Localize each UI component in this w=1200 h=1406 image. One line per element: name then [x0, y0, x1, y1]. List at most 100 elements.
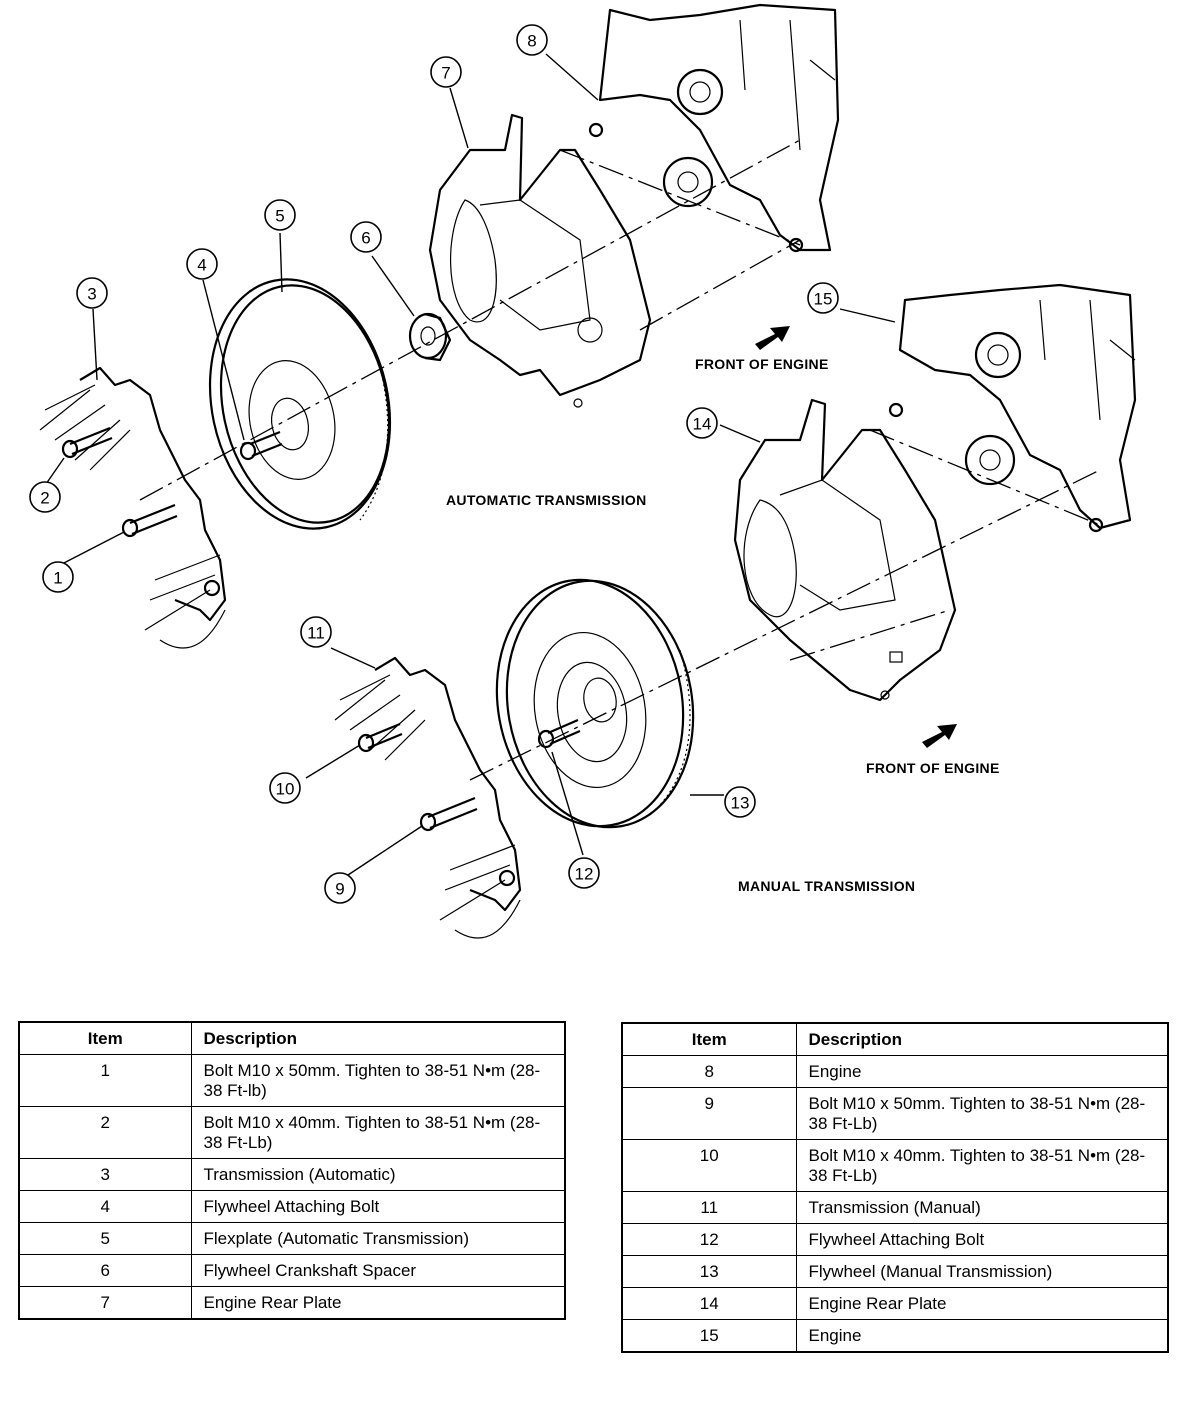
callout-2: 2: [29, 481, 61, 513]
automatic-assembly: [39, 3, 840, 649]
front-of-engine-label-top: FRONT OF ENGINE: [695, 356, 829, 372]
callout-6-text: 6: [361, 229, 370, 248]
bolt-m10x40-automatic: [61, 426, 113, 459]
callout-10: 10: [269, 772, 301, 804]
item-number: 8: [621, 1055, 797, 1088]
manual-assembly: [334, 283, 1137, 939]
legend-header-row: Item Description: [18, 1021, 566, 1055]
item-number: 1: [18, 1054, 192, 1107]
callout-12: 12: [568, 857, 600, 889]
item-number: 15: [621, 1319, 797, 1353]
flywheel-bolt-manual: [537, 718, 581, 749]
callout-7-text: 7: [441, 64, 450, 83]
item-description: Engine Rear Plate: [795, 1287, 1169, 1320]
callout-15-text: 15: [814, 290, 833, 309]
transmission-housing-manual: [334, 656, 522, 939]
item-number: 3: [18, 1158, 192, 1191]
front-of-engine-arrow-top: [755, 326, 790, 350]
item-description: Bolt M10 x 40mm. Tighten to 38-51 N•m (2…: [795, 1139, 1169, 1192]
callout-8: 8: [516, 24, 548, 56]
callout-12-text: 12: [575, 865, 594, 884]
manual-transmission-label: MANUAL TRANSMISSION: [738, 878, 915, 894]
item-number: 4: [18, 1190, 192, 1223]
item-description: Flywheel Attaching Bolt: [795, 1223, 1169, 1256]
legend-header-row: Item Description: [621, 1022, 1169, 1056]
item-number: 7: [18, 1286, 192, 1320]
callout-13: 13: [724, 786, 756, 818]
callout-14: 14: [686, 407, 718, 439]
item-description: Flywheel Crankshaft Spacer: [190, 1254, 566, 1287]
item-number: 2: [18, 1106, 192, 1159]
callouts: 1 2 3 4 5 6 7 8 9 10 11 12 13 14 15: [29, 24, 839, 904]
item-number: 12: [621, 1223, 797, 1256]
item-number: 6: [18, 1254, 192, 1287]
exploded-view-diagram: 1 2 3 4 5 6 7 8 9 10 11 12 13 14 15 FRON…: [29, 3, 1137, 939]
leader-lines: [45, 53, 896, 878]
item-number: 11: [621, 1191, 797, 1224]
item-number: 10: [621, 1139, 797, 1192]
callout-3: 3: [76, 277, 108, 309]
flywheel-manual: [495, 578, 695, 829]
front-of-engine-label-bottom: FRONT OF ENGINE: [866, 760, 1000, 776]
bolt-m10x40-manual: [357, 722, 403, 753]
callout-6: 6: [350, 221, 382, 253]
item-description: Engine: [795, 1319, 1169, 1353]
description-column-header: Description: [795, 1022, 1169, 1056]
callout-4-text: 4: [197, 256, 206, 275]
item-description: Engine Rear Plate: [190, 1286, 566, 1320]
callout-7: 7: [430, 56, 462, 88]
flywheel-bolt-automatic: [239, 430, 283, 461]
item-column-header: Item: [18, 1021, 192, 1055]
crankshaft-spacer: [408, 312, 452, 362]
front-of-engine-arrow-bottom: [922, 724, 957, 748]
callout-13-text: 13: [731, 794, 750, 813]
item-description: Flywheel (Manual Transmission): [795, 1255, 1169, 1288]
bolt-m10x50-manual: [419, 796, 478, 832]
flexplate: [208, 278, 392, 530]
engine-rear-plate-automatic: [428, 113, 652, 408]
item-description: Engine: [795, 1055, 1169, 1088]
item-description: Bolt M10 x 50mm. Tighten to 38-51 N•m (2…: [190, 1054, 566, 1107]
item-description: Bolt M10 x 50mm. Tighten to 38-51 N•m (2…: [795, 1087, 1169, 1140]
bolt-m10x50-automatic: [121, 503, 178, 538]
callout-8-text: 8: [527, 32, 536, 51]
item-description: Flywheel Attaching Bolt: [190, 1190, 566, 1223]
item-number: 9: [621, 1087, 797, 1140]
item-number: 13: [621, 1255, 797, 1288]
callout-9: 9: [324, 872, 356, 904]
automatic-transmission-label: AUTOMATIC TRANSMISSION: [446, 492, 647, 508]
callout-4: 4: [186, 248, 218, 280]
callout-2-text: 2: [40, 489, 49, 508]
engine-block-manual: [888, 283, 1137, 533]
description-column-header: Description: [190, 1021, 566, 1055]
callout-3-text: 3: [87, 285, 96, 304]
callout-15: 15: [807, 282, 839, 314]
callout-10-text: 10: [276, 780, 295, 799]
callout-5-text: 5: [275, 207, 284, 226]
callout-1: 1: [42, 561, 74, 593]
item-number: 5: [18, 1222, 192, 1255]
item-description: Bolt M10 x 40mm. Tighten to 38-51 N•m (2…: [190, 1106, 566, 1159]
callout-5: 5: [264, 199, 296, 231]
callout-9-text: 9: [335, 880, 344, 899]
callout-11-text: 11: [307, 624, 325, 643]
engine-block-automatic: [588, 3, 840, 253]
callout-14-text: 14: [693, 415, 712, 434]
transmission-housing-automatic: [39, 366, 227, 649]
item-description: Transmission (Manual): [795, 1191, 1169, 1224]
item-description: Flexplate (Automatic Transmission): [190, 1222, 566, 1255]
